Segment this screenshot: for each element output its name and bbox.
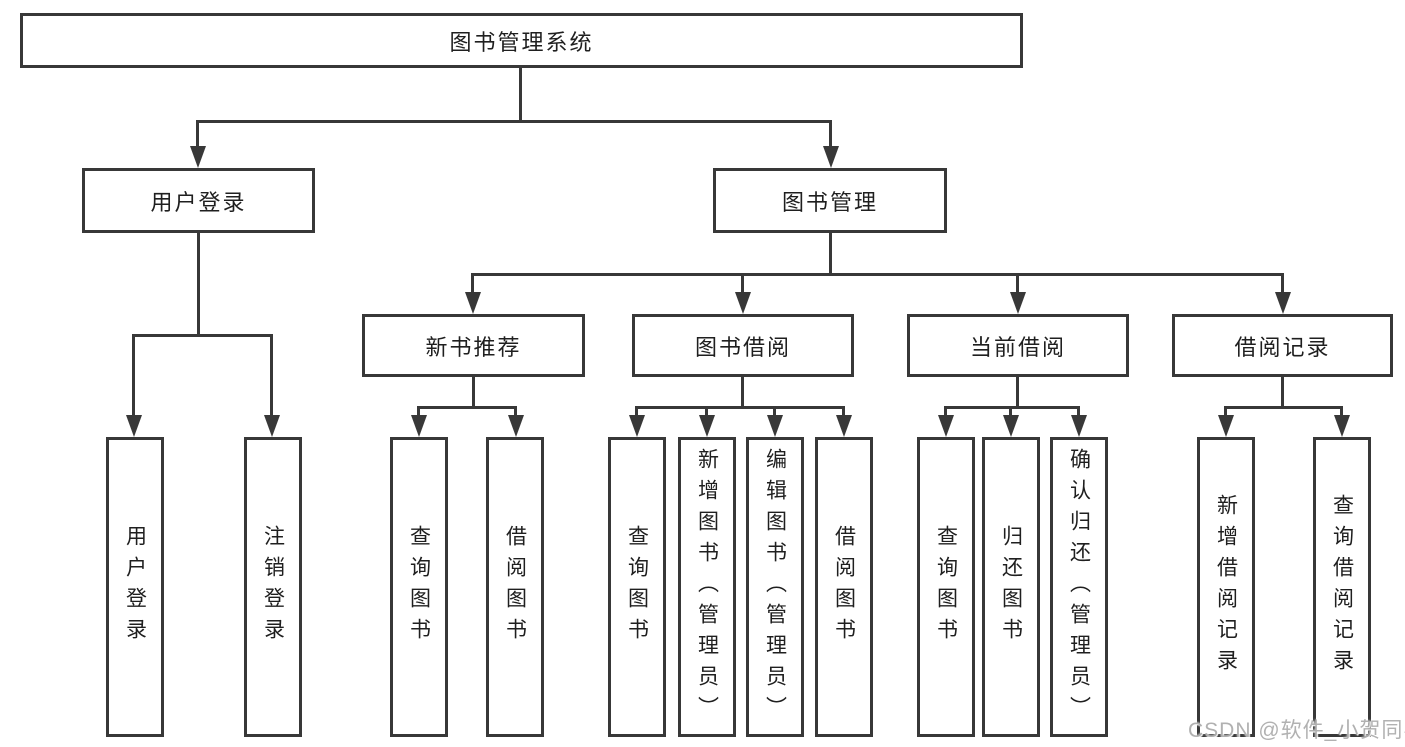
- node-new-book-recommend: 新书推荐: [362, 314, 585, 377]
- leaf-label: 查询图书: [407, 525, 431, 649]
- connector-line: [132, 334, 135, 416]
- node-book-management: 图书管理: [713, 168, 947, 233]
- connector-line: [471, 273, 474, 296]
- arrow-down-icon: [767, 415, 783, 437]
- connector-line: [705, 406, 708, 418]
- arrow-down-icon: [1003, 415, 1019, 437]
- connector-line: [417, 406, 420, 418]
- leaf-label: 借阅图书: [503, 525, 527, 649]
- leaf-logout: 注销登录: [244, 437, 302, 737]
- connector-line: [519, 67, 522, 122]
- node-label: 图书管理系统: [449, 29, 594, 55]
- leaf-label: 归还图书: [999, 525, 1023, 649]
- connector-line: [471, 273, 1284, 276]
- node-label: 新书推荐: [425, 334, 522, 360]
- leaf-label: 新增借阅记录: [1214, 494, 1238, 680]
- arrow-down-icon: [1218, 415, 1234, 437]
- leaf-confirm-return-admin: 确认归还（管理员）: [1050, 437, 1108, 737]
- leaf-label: 查询图书: [934, 525, 958, 649]
- connector-line: [635, 406, 638, 418]
- connector-line: [472, 377, 475, 409]
- leaf-return-books: 归还图书: [982, 437, 1040, 737]
- arrow-down-icon: [126, 415, 142, 437]
- connector-line: [270, 334, 273, 416]
- connector-line: [514, 406, 517, 418]
- connector-line: [829, 233, 832, 276]
- leaf-borrow-query-books: 查询图书: [608, 437, 666, 737]
- connector-line: [944, 406, 947, 418]
- leaf-recommend-query-books: 查询图书: [390, 437, 448, 737]
- connector-line: [741, 273, 744, 296]
- arrow-down-icon: [264, 415, 280, 437]
- leaf-label: 查询借阅记录: [1330, 494, 1354, 680]
- connector-line: [1281, 273, 1284, 296]
- arrow-down-icon: [836, 415, 852, 437]
- arrow-down-icon: [1275, 292, 1291, 314]
- leaf-label: 用户登录: [123, 525, 147, 649]
- arrow-down-icon: [1071, 415, 1087, 437]
- connector-line: [132, 334, 273, 337]
- connector-line: [1077, 406, 1080, 418]
- node-current-borrow: 当前借阅: [907, 314, 1129, 377]
- connector-line: [842, 406, 845, 418]
- connector-line: [1016, 273, 1019, 296]
- connector-line: [829, 120, 832, 152]
- leaf-add-books-admin: 新增图书（管理员）: [678, 437, 736, 737]
- arrow-down-icon: [1334, 415, 1350, 437]
- connector-line: [197, 233, 200, 337]
- leaf-add-borrow-record: 新增借阅记录: [1197, 437, 1255, 737]
- node-label: 图书借阅: [694, 334, 791, 360]
- arrow-down-icon: [629, 415, 645, 437]
- leaf-borrow-books: 借阅图书: [815, 437, 873, 737]
- node-label: 当前借阅: [969, 334, 1066, 360]
- arrow-down-icon: [938, 415, 954, 437]
- connector-line: [196, 120, 199, 152]
- node-label: 图书管理: [781, 189, 878, 215]
- leaf-label: 新增图书（管理员）: [695, 447, 719, 727]
- connector-line: [1281, 377, 1284, 409]
- leaf-user-login: 用户登录: [106, 437, 164, 737]
- arrow-down-icon: [1010, 292, 1026, 314]
- node-book-borrow: 图书借阅: [632, 314, 854, 377]
- leaf-label: 注销登录: [261, 525, 285, 649]
- node-label: 借阅记录: [1234, 334, 1331, 360]
- connector-line: [1340, 406, 1343, 418]
- connector-line: [741, 377, 744, 409]
- node-root-library-system: 图书管理系统: [20, 13, 1023, 68]
- connector-line: [196, 120, 832, 123]
- arrow-down-icon: [823, 146, 839, 168]
- connector-line: [635, 406, 845, 409]
- leaf-label: 查询图书: [625, 525, 649, 649]
- leaf-edit-books-admin: 编辑图书（管理员）: [746, 437, 804, 737]
- connector-line: [1016, 377, 1019, 409]
- arrow-down-icon: [190, 146, 206, 168]
- node-label: 用户登录: [150, 189, 247, 215]
- node-borrow-records: 借阅记录: [1172, 314, 1393, 377]
- arrow-down-icon: [465, 292, 481, 314]
- connector-line: [773, 406, 776, 418]
- leaf-recommend-borrow-books: 借阅图书: [486, 437, 544, 737]
- watermark: CSDN @软件_小贺同学: [1188, 719, 1405, 742]
- leaf-label: 借阅图书: [832, 525, 856, 649]
- node-user-login: 用户登录: [82, 168, 315, 233]
- leaf-current-query-books: 查询图书: [917, 437, 975, 737]
- leaf-label: 确认归还（管理员）: [1067, 447, 1091, 727]
- connector-line: [1224, 406, 1343, 409]
- leaf-label: 编辑图书（管理员）: [763, 447, 787, 727]
- leaf-query-borrow-record: 查询借阅记录: [1313, 437, 1371, 737]
- connector-line: [1224, 406, 1227, 418]
- connector-line: [417, 406, 517, 409]
- arrow-down-icon: [699, 415, 715, 437]
- connector-line: [1009, 406, 1012, 418]
- connector-line: [944, 406, 1080, 409]
- arrow-down-icon: [411, 415, 427, 437]
- arrow-down-icon: [508, 415, 524, 437]
- arrow-down-icon: [735, 292, 751, 314]
